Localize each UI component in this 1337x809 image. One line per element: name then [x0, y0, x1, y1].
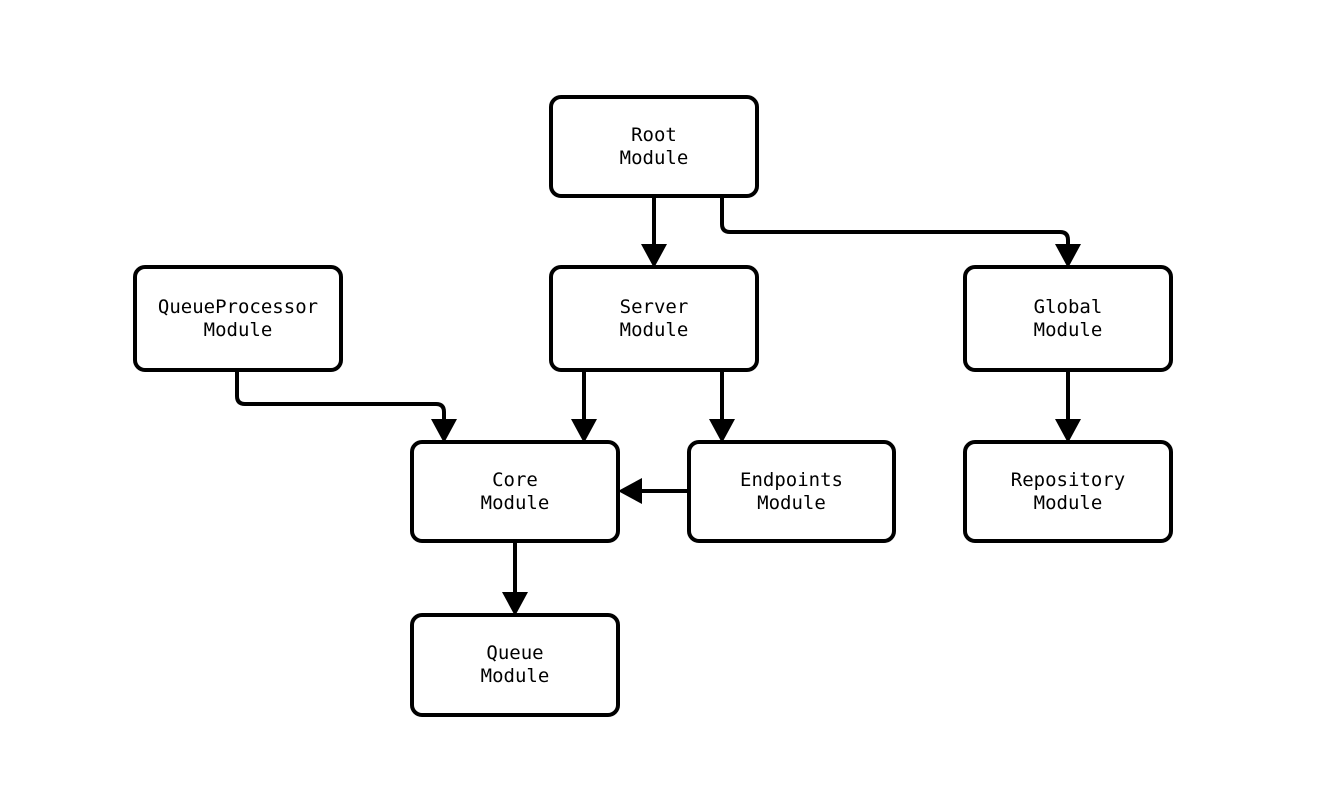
- node-queueprocessor-module[interactable]: QueueProcessor Module: [133, 265, 343, 372]
- node-global-module-label: Global Module: [1033, 295, 1103, 341]
- node-server-module-label: Server Module: [619, 295, 689, 341]
- edge-endpoints-to-core: [618, 478, 687, 504]
- node-global-module[interactable]: Global Module: [963, 265, 1173, 372]
- edge-server-to-endpoints: [709, 372, 735, 443]
- node-root-module[interactable]: Root Module: [549, 95, 759, 198]
- node-endpoints-module[interactable]: Endpoints Module: [687, 440, 896, 543]
- node-repository-module[interactable]: Repository Module: [963, 440, 1173, 543]
- node-endpoints-module-label: Endpoints Module: [740, 468, 843, 514]
- node-queue-module-label: Queue Module: [480, 642, 550, 687]
- edge-queueprocessor-to-core: [235, 372, 457, 443]
- node-queue-module[interactable]: Queue Module: [410, 613, 620, 717]
- edge-root-to-server: [641, 198, 667, 268]
- node-core-module-label: Core Module: [480, 468, 550, 514]
- edge-server-to-core: [571, 372, 597, 443]
- edge-root-to-global: [720, 198, 1081, 268]
- node-core-module[interactable]: Core Module: [410, 440, 620, 543]
- node-server-module[interactable]: Server Module: [549, 265, 759, 372]
- node-queueprocessor-module-label: QueueProcessor Module: [157, 295, 319, 341]
- node-root-module-label: Root Module: [619, 123, 689, 169]
- edge-core-to-queue: [502, 543, 528, 616]
- edge-global-to-repository: [1055, 372, 1081, 443]
- node-repository-module-label: Repository Module: [1010, 468, 1126, 514]
